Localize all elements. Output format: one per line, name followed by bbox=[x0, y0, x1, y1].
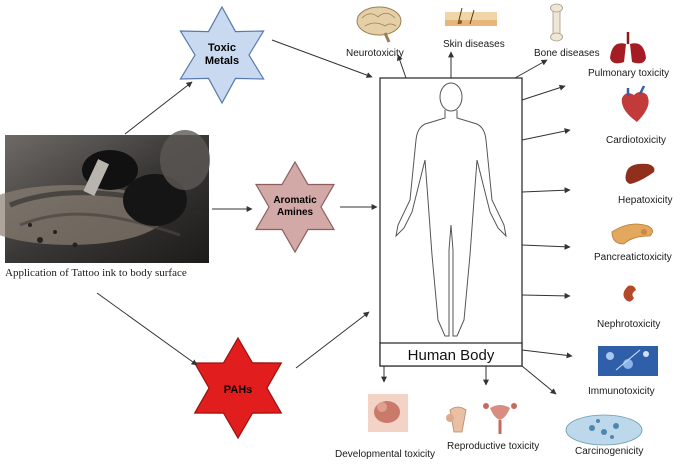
toxic-metals-star-shape bbox=[179, 5, 265, 105]
arrow-to-immuno bbox=[521, 349, 573, 359]
skin-diseases-label: Skin diseases bbox=[443, 39, 505, 50]
reproductive-organs-icon bbox=[446, 403, 517, 434]
pancreatictoxicity-label: Pancreatictoxicity bbox=[594, 252, 672, 263]
immunotoxicity-label: Immunotoxicity bbox=[588, 386, 655, 397]
tattoo-application-photo bbox=[0, 130, 210, 263]
arrow-to-bone bbox=[514, 59, 548, 79]
human-silhouette bbox=[395, 82, 507, 337]
arrow-to-hepato bbox=[521, 187, 571, 194]
arrow-to-carcinogenicity bbox=[521, 365, 557, 395]
source-arrows bbox=[96, 39, 378, 369]
heart-icon bbox=[621, 85, 649, 122]
arrow-pahs-to-body bbox=[295, 311, 370, 369]
human-body-label-box bbox=[379, 342, 523, 367]
fetus-icon bbox=[368, 394, 408, 432]
carcinogenicity-label: Carcinogenicity bbox=[575, 446, 643, 457]
pahs-star: PAHs bbox=[193, 336, 283, 440]
brain-icon bbox=[356, 6, 402, 43]
arrow-to-pancreatic bbox=[521, 243, 571, 250]
human-body-label: Human Body bbox=[408, 347, 495, 364]
hepatoxicity-label: Hepatoxicity bbox=[618, 195, 672, 206]
neurotoxicity-label: Neurotoxicity bbox=[346, 48, 404, 59]
liver-icon bbox=[625, 163, 655, 184]
pahs-label: PAHs bbox=[224, 384, 253, 396]
bone-icon bbox=[550, 3, 563, 42]
arrow-photo-to-metals bbox=[124, 81, 193, 135]
cardiotoxicity-label: Cardiotoxicity bbox=[606, 135, 666, 146]
arrow-to-cardio bbox=[521, 128, 571, 141]
arrow-photo-to-pahs bbox=[96, 292, 198, 366]
arrow-to-pulmonary bbox=[521, 84, 566, 101]
arrow-to-nephro bbox=[521, 292, 571, 299]
aromatic-amines-line2: Amines bbox=[277, 207, 314, 218]
skin-layer-icon bbox=[445, 7, 497, 26]
toxic-metals-star: Toxic Metals bbox=[179, 5, 265, 105]
toxic-metals-line1: Toxic bbox=[208, 42, 236, 54]
lungs-icon bbox=[610, 32, 646, 64]
nephrotoxicity-label: Nephrotoxicity bbox=[597, 319, 660, 330]
photo-caption: Application of Tattoo ink to body surfac… bbox=[5, 267, 187, 279]
aromatic-amines-star: Aromatic Amines bbox=[254, 160, 336, 254]
bone-diseases-label: Bone diseases bbox=[534, 48, 600, 59]
reproductive-toxicity-label: Reproductive toxicity bbox=[447, 441, 539, 452]
toxic-metals-line2: Metals bbox=[205, 55, 239, 67]
effect-arrows bbox=[381, 51, 573, 395]
human-body-box bbox=[379, 77, 523, 367]
arrow-to-neurotoxicity bbox=[396, 54, 407, 79]
pulmonary-toxicity-label: Pulmonary toxicity bbox=[588, 68, 669, 79]
tissue-cells-icon bbox=[565, 414, 643, 446]
arrow-metals-to-body bbox=[271, 39, 373, 78]
pancreas-icon bbox=[611, 223, 653, 245]
immune-cells-icon bbox=[598, 346, 658, 376]
kidney-icon bbox=[623, 285, 636, 302]
aromatic-amines-star-shape bbox=[254, 160, 336, 254]
aromatic-amines-line1: Aromatic bbox=[273, 195, 317, 206]
developmental-toxicity-label: Developmental toxicity bbox=[335, 449, 435, 460]
